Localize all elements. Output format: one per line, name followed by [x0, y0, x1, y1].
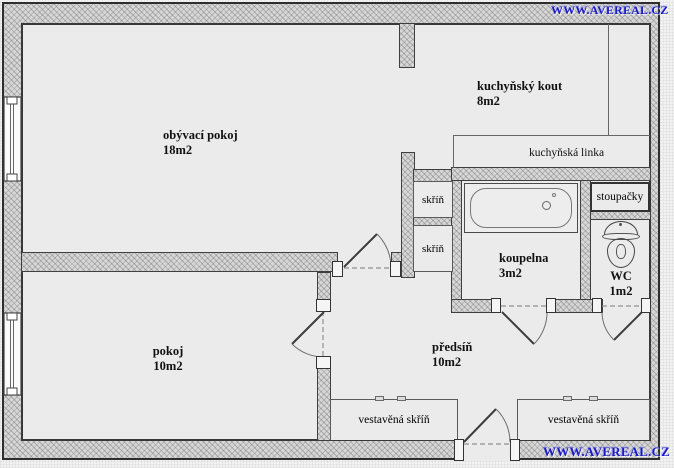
door-post — [390, 261, 401, 277]
closet-bottom-box: skříň — [413, 225, 453, 272]
built-in-closet-left: vestavěná skříň — [330, 399, 458, 440]
door-leaf-icon — [291, 233, 643, 443]
wall-living-bottom-left — [21, 252, 338, 272]
door-opening-dashes — [322, 267, 642, 445]
door-post — [454, 439, 464, 461]
wc-name: WC — [610, 269, 632, 283]
closet-handle-icon — [397, 396, 406, 401]
bathtub-drain-icon — [542, 201, 551, 210]
built-in-closet-right-label: vestavěná skříň — [547, 413, 620, 426]
closet-handle-icon — [563, 396, 572, 401]
hall-name: předsíň — [432, 340, 473, 354]
bedroom-label: pokoj 10m2 — [128, 344, 208, 374]
kitchen-area: 8m2 — [477, 94, 500, 108]
risers-box: stoupačky — [590, 182, 650, 212]
bedroom-area: 10m2 — [153, 359, 183, 373]
door-post — [546, 298, 556, 313]
built-in-closet-left-label: vestavěná skříň — [358, 413, 430, 426]
bathroom-name: koupelna — [499, 251, 549, 265]
door-post — [316, 356, 331, 369]
door-post — [510, 439, 520, 461]
watermark-top-right: WWW.AVEREAL.CZ — [551, 3, 669, 17]
toilet-bowl-icon — [607, 238, 635, 268]
closet-top-label: skříň — [422, 193, 444, 206]
bathtub-overflow-icon — [552, 193, 556, 197]
risers-label: stoupačky — [596, 190, 644, 203]
closet-bottom-label: skříň — [422, 242, 444, 255]
closet-handle-icon — [375, 396, 384, 401]
door-post — [316, 299, 331, 312]
wall-bedroom-right-upper — [317, 272, 331, 301]
hall-area: 10m2 — [432, 355, 462, 369]
kitchen-label: kuchyňský kout 8m2 — [477, 79, 562, 109]
bathroom-area: 3m2 — [499, 266, 522, 280]
wc-area: 1m2 — [609, 284, 633, 298]
door-post — [592, 298, 602, 313]
window-icon — [3, 96, 22, 182]
living-room-name: obývací pokoj — [163, 128, 238, 142]
door-post — [491, 298, 501, 313]
living-room-area: 18m2 — [163, 143, 193, 157]
door-post — [332, 261, 343, 277]
closet-handle-icon — [589, 396, 598, 401]
toilet-button-icon — [619, 223, 622, 226]
closet-top-box: skříň — [413, 181, 453, 218]
built-in-closet-right: vestavěná skříň — [517, 399, 650, 440]
toilet-bowl-inner — [616, 244, 626, 259]
kitchen-counter-column — [608, 24, 650, 136]
watermark-bottom-right: WWW.AVEREAL.CZ — [543, 444, 671, 459]
wall-bathroom-top — [451, 167, 651, 181]
wc-label: WC 1m2 — [591, 269, 651, 299]
wall-stub-kitchen — [399, 23, 415, 68]
bathtub-inner — [470, 188, 572, 228]
kitchen-counter — [453, 135, 650, 168]
wall-bathroom-bottom-b — [547, 299, 603, 313]
kitchen-name: kuchyňský kout — [477, 79, 563, 93]
bathroom-label: koupelna 3m2 — [499, 251, 548, 281]
door-post — [641, 298, 651, 313]
hall-label: předsíň 10m2 — [432, 340, 472, 370]
bedroom-name: pokoj — [152, 344, 184, 358]
kitchen-counter-label: kuchyňská linka — [529, 147, 605, 159]
living-room-label: obývací pokoj 18m2 — [163, 128, 238, 158]
window-icon — [3, 312, 22, 396]
